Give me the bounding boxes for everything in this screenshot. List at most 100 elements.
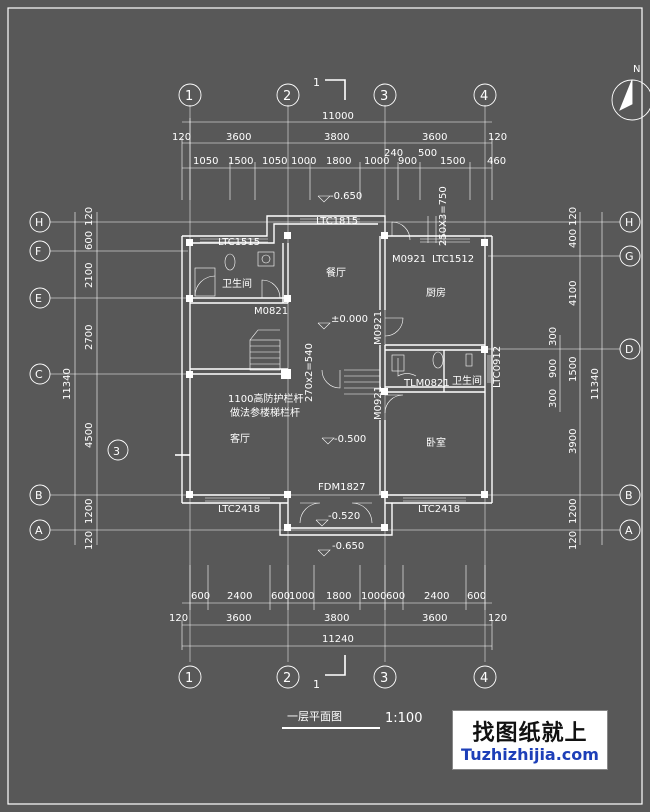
dim-right-3900: 3900 (568, 429, 579, 454)
axis-bubbles-left (29, 211, 51, 541)
windows (200, 218, 491, 502)
dim-left-total: 11340 (62, 368, 73, 400)
label-M0921-dining: M0921 (373, 311, 384, 345)
axis-left-E: E (35, 292, 42, 305)
dim-left-2700: 2700 (84, 325, 95, 350)
dim-lines-bottom (181, 565, 493, 650)
dim-bot-1800: 1800 (326, 591, 351, 602)
elev-porch-minus-0520: -0.520 (328, 511, 360, 522)
room-dining: 餐厅 (326, 266, 346, 279)
axis-right-G: G (625, 250, 634, 263)
dim-right-900: 900 (548, 359, 559, 378)
dim-top-120-right: 120 (488, 132, 507, 143)
north-arrow: N (611, 64, 650, 121)
drawing-frame (7, 7, 643, 805)
dim-top-1500-a: 1500 (228, 156, 253, 167)
note-railing-2: 做法参楼梯栏杆 (230, 406, 300, 419)
label-FDM1827: FDM1827 (318, 482, 366, 493)
columns (186, 232, 488, 531)
axis-right-A: A (625, 524, 633, 537)
axis-left-F: F (35, 245, 41, 258)
dim-right-total: 11340 (590, 368, 601, 400)
elev-living-minus-0500: -0.500 (334, 434, 366, 445)
dim-top-1800: 1800 (326, 156, 351, 167)
room-bathroom-1: 卫生间 (222, 277, 252, 290)
label-LTC2418-left: LTC2418 (218, 504, 260, 515)
axis-left-H: H (35, 216, 43, 229)
dim-top-1050-a: 1050 (193, 156, 218, 167)
axis-lines (50, 105, 620, 662)
dim-bot-total: 11240 (322, 634, 354, 645)
axis-bottom-2: 2 (283, 671, 291, 686)
label-M0921-bedroom: M0921 (373, 386, 384, 420)
room-bathroom-2: 卫生间 (452, 374, 482, 387)
axis-left-C: C (35, 368, 43, 381)
dim-top-1000-a: 1000 (291, 156, 316, 167)
walls (181, 215, 493, 536)
dim-top-3600-a: 3600 (226, 132, 251, 143)
dim-lines-right (559, 212, 603, 545)
drawing-scale: 1:100 (385, 711, 422, 726)
label-M0821: M0821 (254, 306, 288, 317)
axis-bubbles-top (178, 83, 497, 107)
axis-bubbles-right (619, 211, 641, 541)
dim-bot-600-b: 600 (271, 591, 290, 602)
dim-left-120-top: 120 (84, 207, 95, 226)
dim-bot-3800: 3800 (324, 613, 349, 624)
section-bubble-left (107, 439, 129, 461)
label-LTC1515: LTC1515 (218, 237, 260, 248)
dim-right-1200: 1200 (568, 499, 579, 524)
dim-right-300-a: 300 (548, 327, 559, 346)
axis-top-2: 2 (283, 89, 291, 104)
label-LTC0912: LTC0912 (492, 346, 503, 388)
bathroom-fixtures (194, 251, 473, 372)
axis-bottom-1: 1 (185, 671, 193, 686)
dim-left-1200: 1200 (84, 499, 95, 524)
dim-bot-600-d: 600 (467, 591, 486, 602)
room-kitchen: 厨房 (426, 286, 446, 299)
dim-top-1000-b: 1000 (364, 156, 389, 167)
axis-right-D: D (625, 343, 633, 356)
axis-top-3: 3 (380, 89, 388, 104)
label-LTC1815: LTC1815 (316, 216, 358, 227)
dim-bot-3600-b: 3600 (422, 613, 447, 624)
axis-top-4: 4 (480, 89, 488, 104)
dim-bot-600-c: 600 (386, 591, 405, 602)
dim-bot-2400-b: 2400 (424, 591, 449, 602)
section-mark-top: 1 (313, 76, 320, 89)
label-LTC2418-right: LTC2418 (418, 504, 460, 515)
axis-bubbles-bottom (178, 665, 497, 689)
dim-right-400: 400 (568, 229, 579, 248)
watermark-text: 找图纸就上 (472, 721, 588, 746)
room-bedroom: 卧室 (426, 436, 446, 449)
dim-top-120-left: 120 (172, 132, 191, 143)
dim-left-2100: 2100 (84, 263, 95, 288)
dim-top-total: 11000 (322, 111, 354, 122)
dim-bot-120-right: 120 (488, 613, 507, 624)
section-marks (325, 79, 346, 676)
dim-right-120-top: 120 (568, 207, 579, 226)
dim-left-4500: 4500 (84, 423, 95, 448)
dim-right-1500: 1500 (568, 357, 579, 382)
dim-right-300-b: 300 (548, 389, 559, 408)
drawing-title: 一层平面图 (287, 710, 342, 723)
stair (249, 216, 445, 395)
elevation-markers (315, 195, 335, 557)
dim-bot-3600-a: 3600 (226, 613, 251, 624)
dim-top-3800: 3800 (324, 132, 349, 143)
axis-bottom-3: 3 (380, 671, 388, 686)
label-LTC1512: LTC1512 (432, 254, 474, 265)
elev-ground-minus-0650: -0.650 (332, 541, 364, 552)
label-TLM0821: TLM0821 (403, 378, 450, 389)
dim-top-240: 240 (384, 148, 403, 159)
section-mark-bottom: 1 (313, 678, 320, 691)
dim-lines-top (181, 118, 493, 200)
label-M0921-kitchen: M0921 (392, 254, 426, 265)
dim-top-1050-b: 1050 (262, 156, 287, 167)
watermark-url: Tuzhizhijia.com (461, 745, 599, 764)
dim-bot-2400-a: 2400 (227, 591, 252, 602)
dim-top-3600-b: 3600 (422, 132, 447, 143)
dim-bot-1000-b: 1000 (361, 591, 386, 602)
